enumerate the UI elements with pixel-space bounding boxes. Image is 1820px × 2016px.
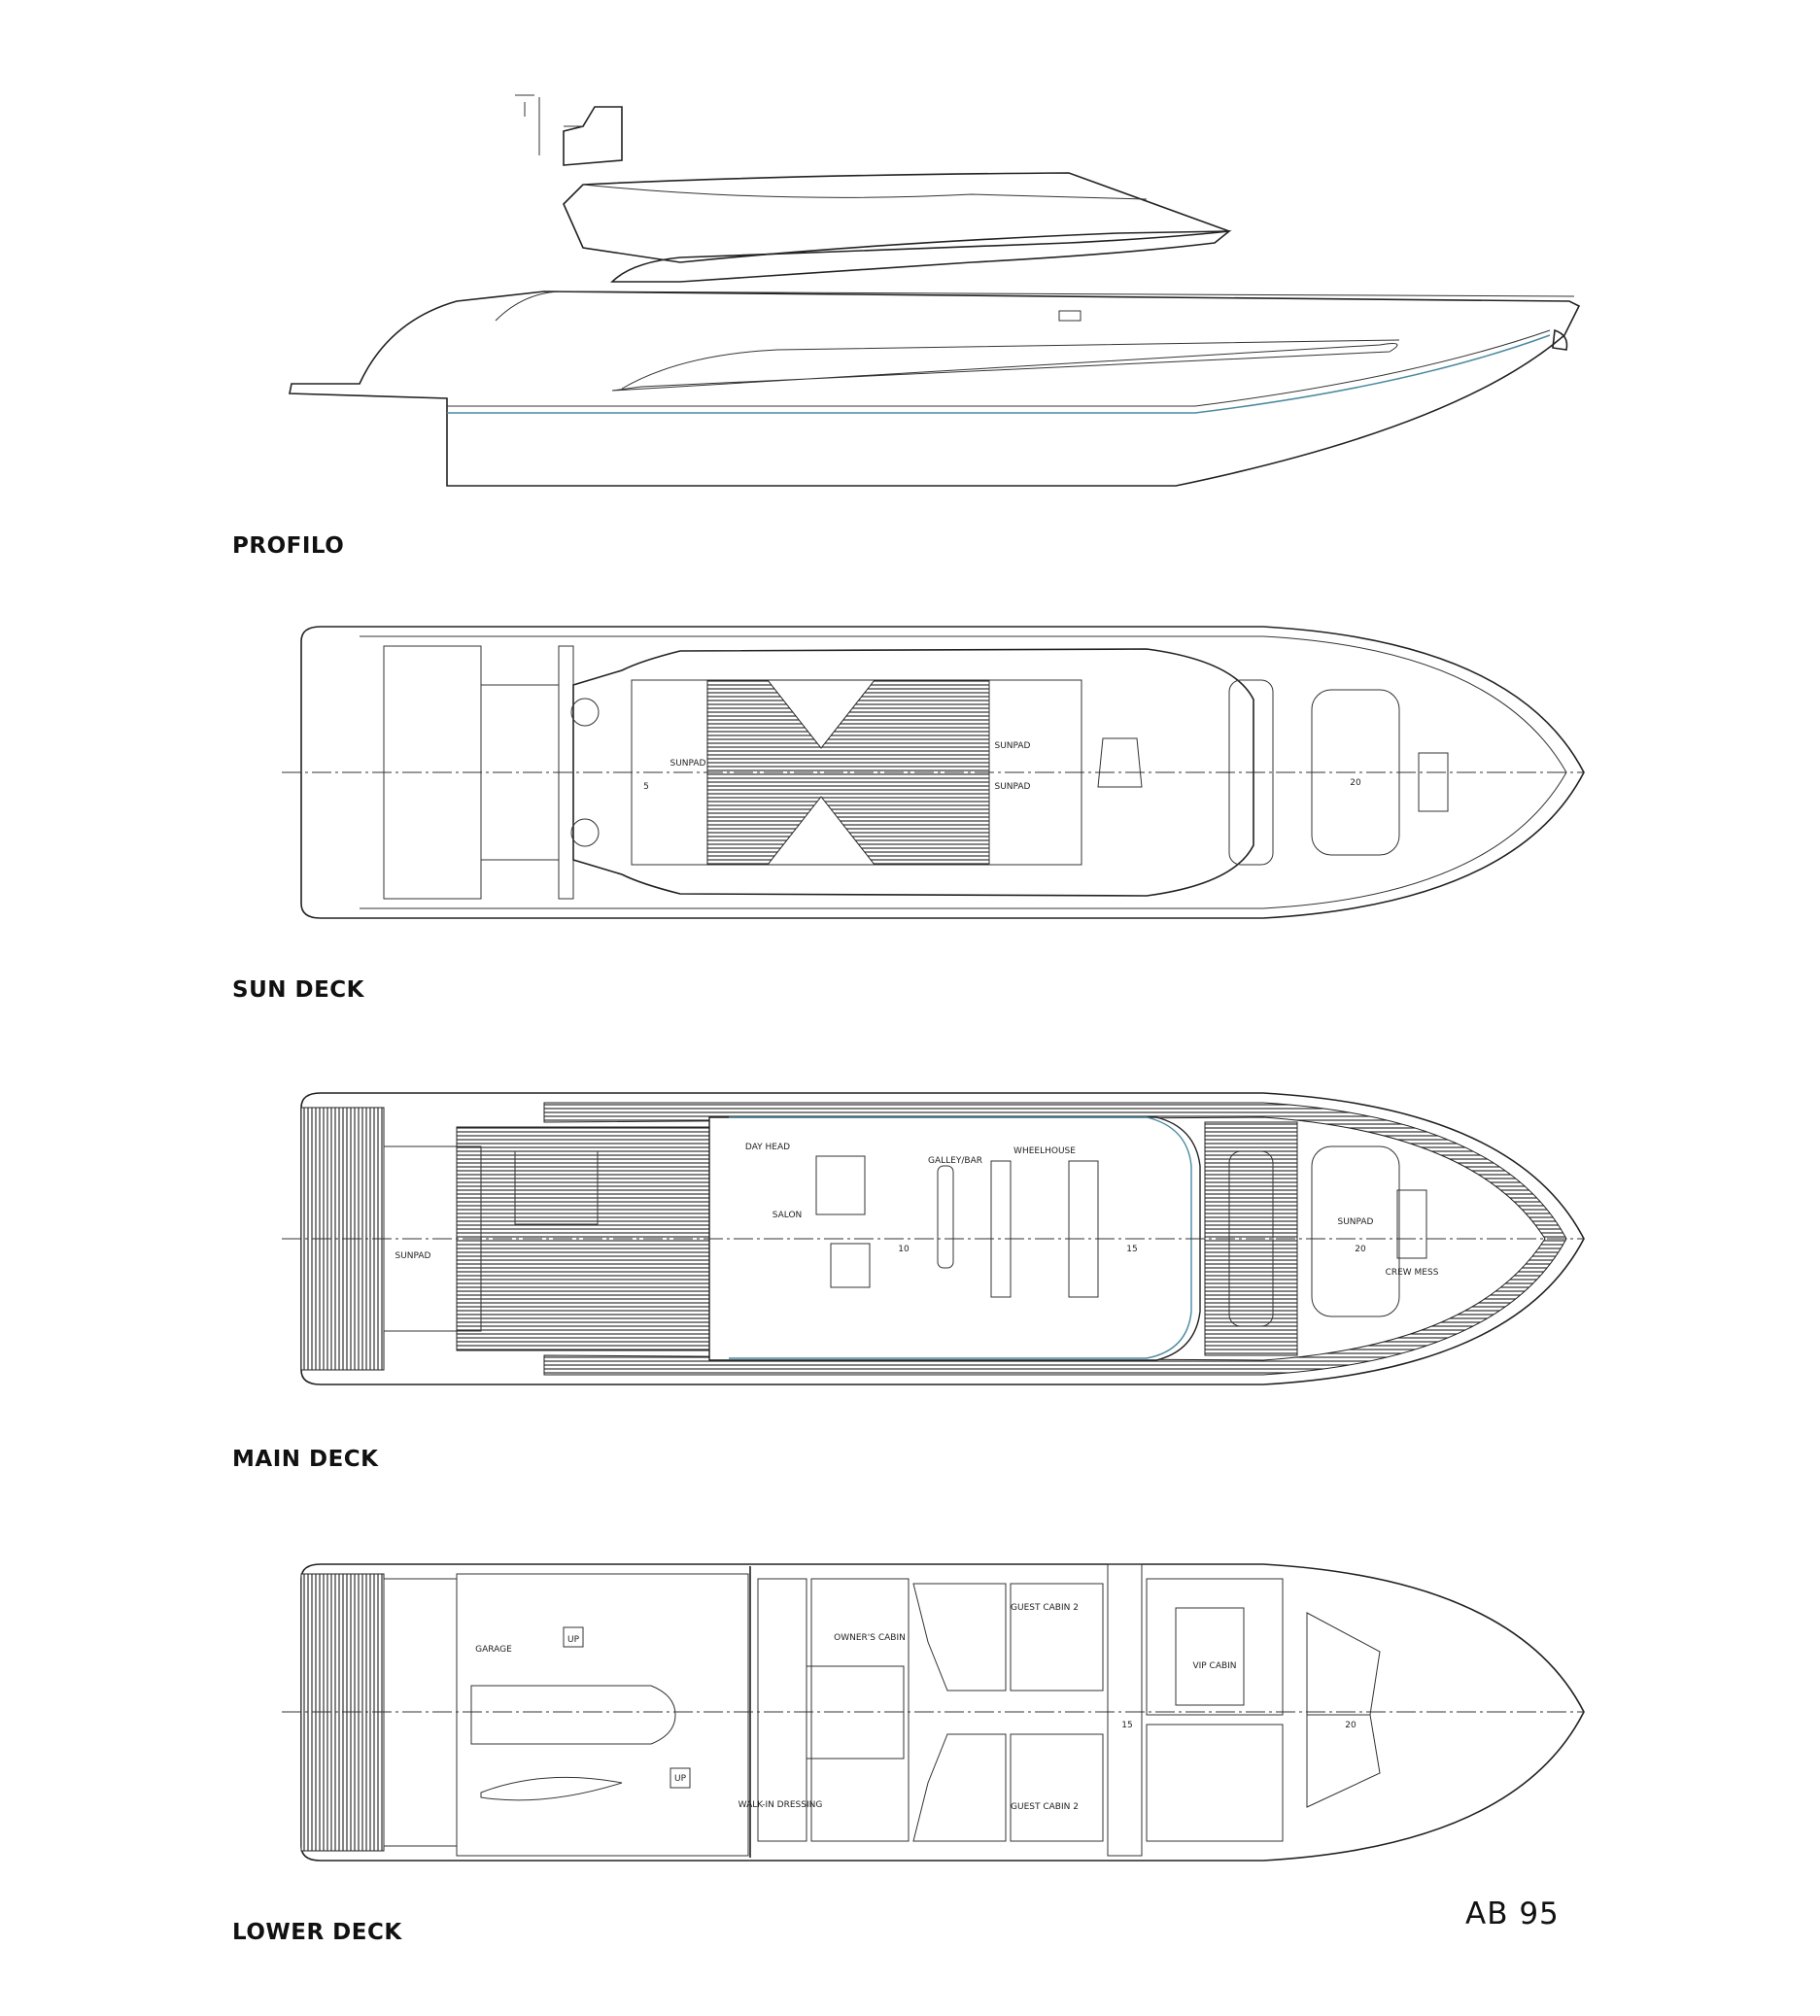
room-label: SUNPAD <box>995 782 1031 792</box>
room-label: SALON <box>773 1211 803 1220</box>
room-label: GALLEY/BAR <box>928 1156 982 1166</box>
room-label: UP <box>567 1635 580 1645</box>
room-label: VIP CABIN <box>1192 1661 1236 1671</box>
profile-label: PROFILO <box>232 533 345 559</box>
sun-deck-plan: SUNPAD SUNPAD SUNPAD 5 20 <box>282 626 1585 919</box>
profile-drawing <box>289 94 1581 487</box>
station-mark: 5 <box>643 782 649 792</box>
room-label: UP <box>674 1774 687 1784</box>
room-label: WHEELHOUSE <box>1013 1146 1076 1156</box>
station-mark: 20 <box>1345 1721 1356 1730</box>
room-label: SUNPAD <box>995 741 1031 751</box>
station-mark: 20 <box>1355 1245 1366 1254</box>
main-deck-label: MAIN DECK <box>232 1447 379 1472</box>
svg-text:SUNPAD: SUNPAD <box>395 1251 431 1261</box>
sun-deck-label: SUN DECK <box>232 977 365 1003</box>
lower-deck-label: LOWER DECK <box>232 1920 402 1945</box>
room-label: WALK-IN DRESSING <box>738 1800 823 1810</box>
main-deck-plan: DAY HEAD SALON GALLEY/BAR WHEELHOUSE SUN… <box>282 1092 1585 1385</box>
station-mark: 20 <box>1350 778 1361 788</box>
room-label: GUEST CABIN 2 <box>1011 1802 1079 1812</box>
room-label: DAY HEAD <box>745 1143 790 1152</box>
room-label: SUNPAD <box>670 759 706 769</box>
room-label: OWNER'S CABIN <box>834 1633 906 1643</box>
station-mark: 15 <box>1121 1721 1132 1730</box>
station-mark: 10 <box>898 1245 910 1254</box>
room-label: GUEST CABIN 2 <box>1011 1603 1079 1613</box>
waterline <box>447 334 1551 414</box>
room-label: CREW MESS <box>1386 1268 1439 1278</box>
model-name: AB 95 <box>1465 1896 1560 1931</box>
room-label: SUNPAD <box>1338 1217 1374 1227</box>
station-mark: 15 <box>1126 1245 1137 1254</box>
room-label: GARAGE <box>475 1645 512 1655</box>
lower-deck-plan: GARAGE UP UP OWNER'S CABIN WALK-IN DRESS… <box>282 1563 1585 1862</box>
